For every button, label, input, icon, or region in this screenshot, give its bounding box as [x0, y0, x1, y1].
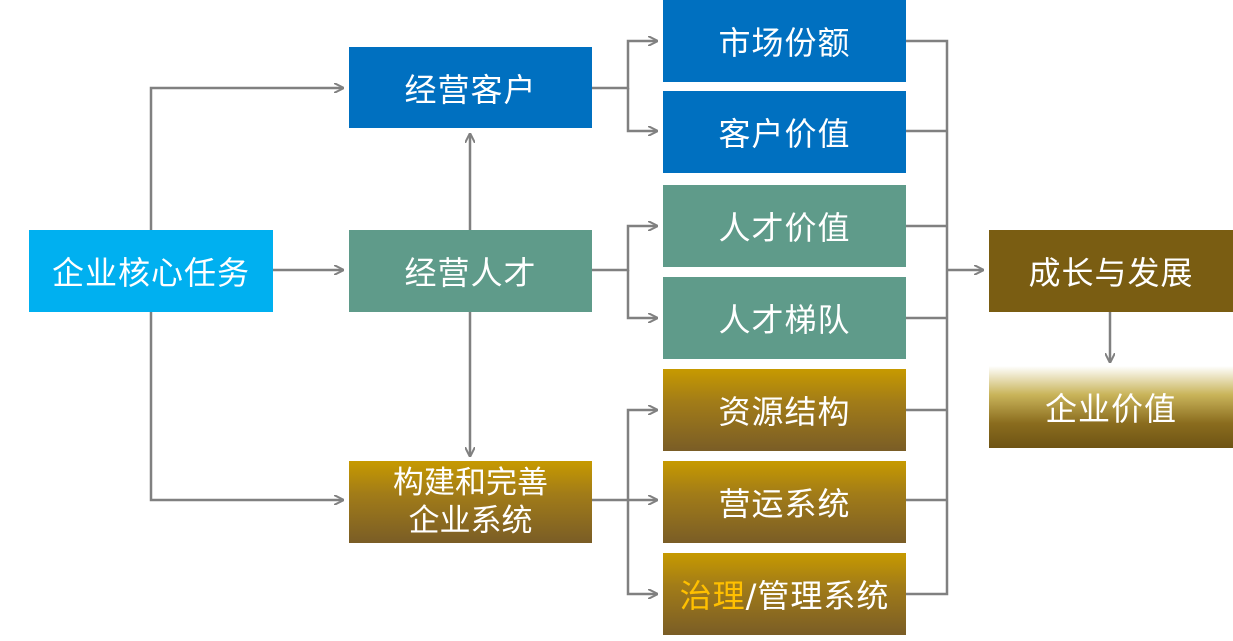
node-build-line1: 构建和完善: [393, 465, 548, 501]
node-manage-talent-label: 经营人才: [404, 254, 537, 292]
branch-customers: [592, 41, 657, 90]
node-core-task-label: 企业核心任务: [51, 254, 250, 292]
node-customer-value-label: 客户价值: [718, 115, 851, 153]
node-growth: 成长与发展: [989, 230, 1233, 312]
node-governance-system: 治理/管理系统: [663, 553, 906, 635]
node-build-line2: 企业系统: [408, 503, 533, 539]
node-market-share-label: 市场份额: [718, 24, 851, 62]
node-governance-highlight: 治理: [679, 577, 746, 615]
branch-build-up: [626, 410, 657, 500]
node-operation-system: 营运系统: [663, 461, 906, 543]
node-growth-label: 成长与发展: [1028, 254, 1194, 292]
arrow-core-to-customers: [149, 88, 343, 230]
branch-talent-2: [626, 270, 657, 318]
node-operation-system-label: 营运系统: [718, 485, 851, 523]
node-governance-rest: /管理系统: [745, 577, 890, 615]
arrow-core-to-build: [149, 312, 343, 500]
node-enterprise-value-label: 企业价值: [1044, 390, 1177, 428]
node-talent-value: 人才价值: [663, 185, 906, 267]
node-manage-talent: 经营人才: [349, 230, 592, 312]
branch-build-down: [626, 500, 657, 594]
node-market-share: 市场份额: [663, 0, 906, 82]
node-talent-value-label: 人才价值: [718, 209, 851, 247]
node-enterprise-value: 企业价值: [989, 366, 1233, 448]
node-core-task: 企业核心任务: [29, 230, 273, 312]
node-manage-customers: 经营客户: [349, 47, 592, 128]
node-build-system: 构建和完善 企业系统: [349, 461, 592, 543]
node-resource-structure: 资源结构: [663, 369, 906, 451]
node-resource-structure-label: 资源结构: [718, 393, 851, 431]
branch-customers-2: [626, 88, 657, 131]
node-customer-value: 客户价值: [663, 91, 906, 173]
node-talent-pipeline-label: 人才梯队: [718, 301, 851, 339]
node-manage-customers-label: 经营客户: [404, 70, 537, 109]
branch-talent: [592, 226, 657, 272]
node-talent-pipeline: 人才梯队: [663, 277, 906, 359]
